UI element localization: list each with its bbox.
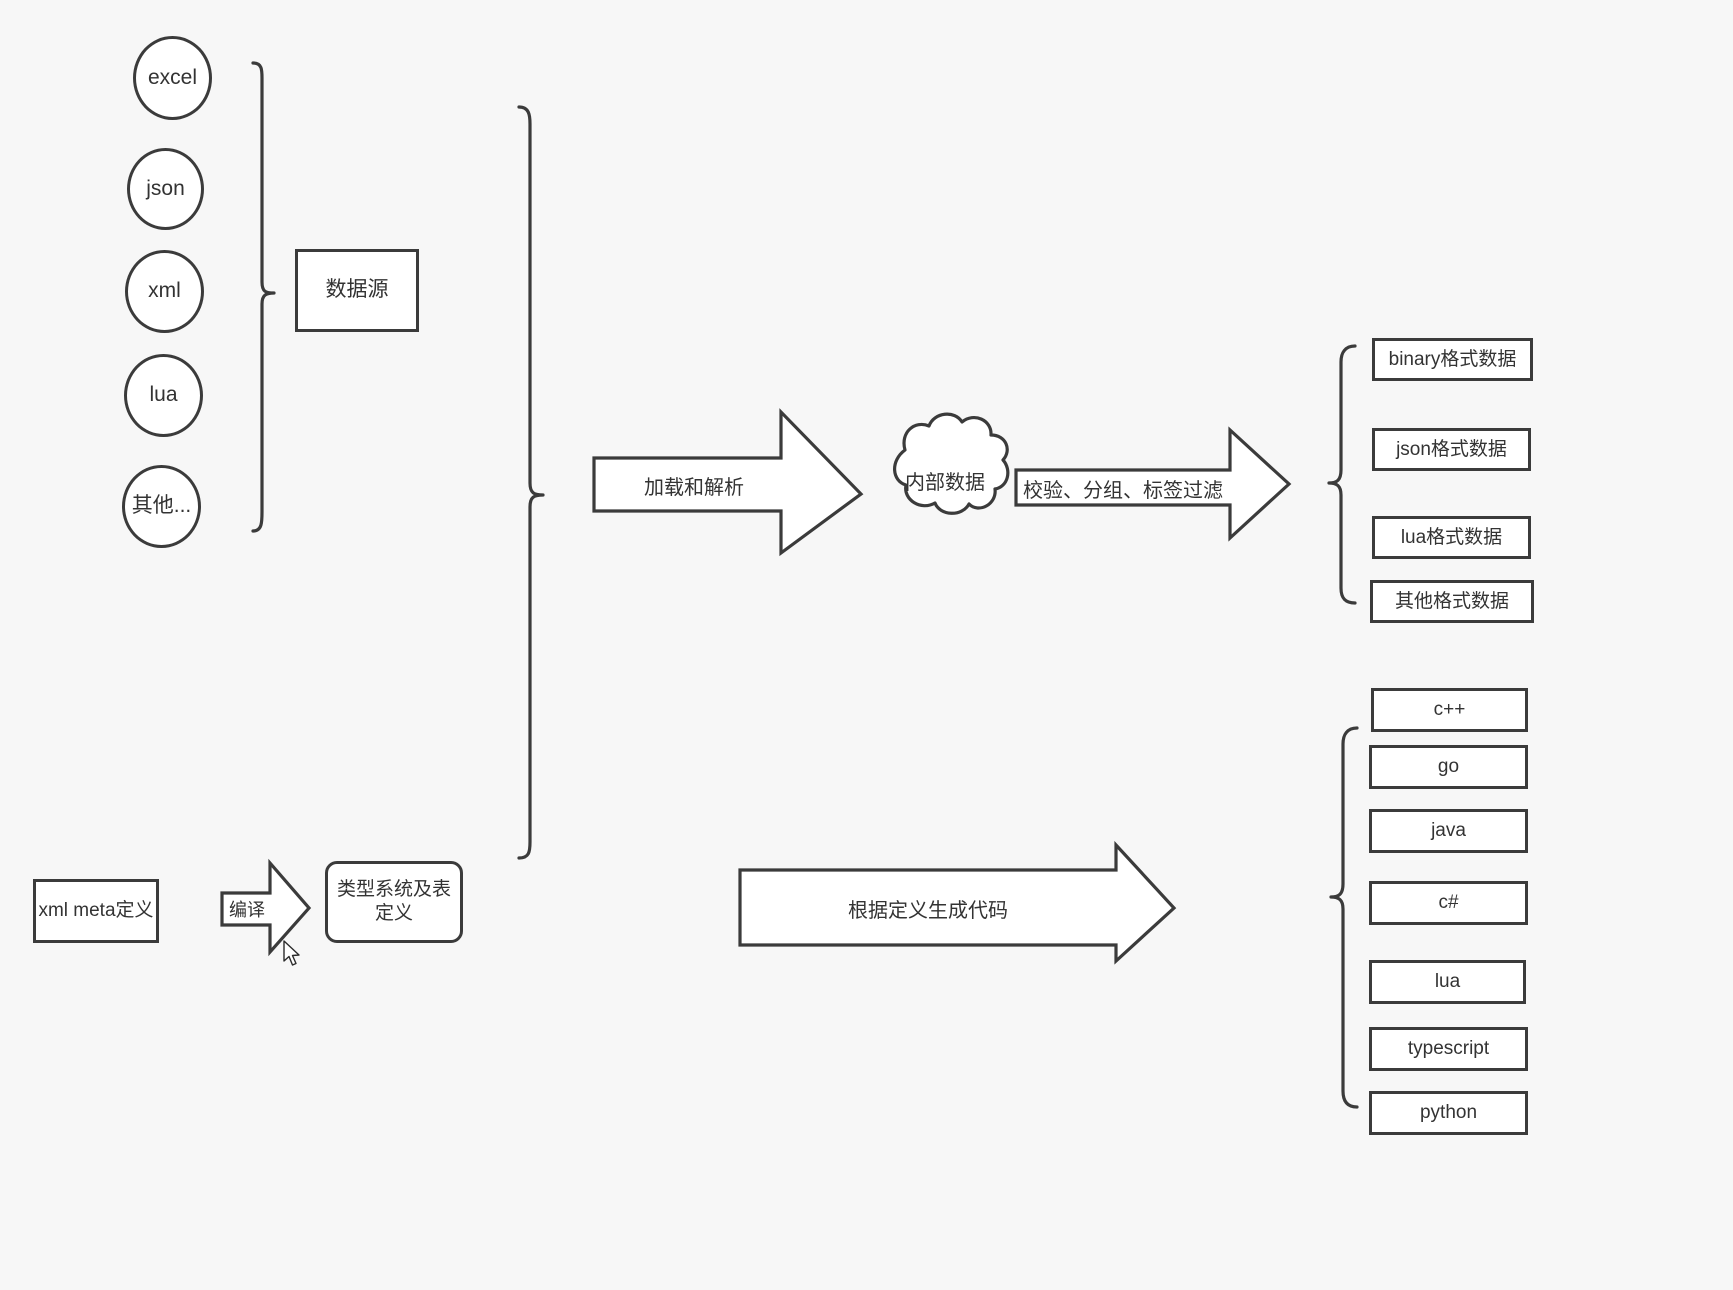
data-source-xml[interactable]: xml bbox=[125, 250, 204, 333]
process-filter-arrow bbox=[1014, 426, 1292, 542]
output-format-other[interactable]: 其他格式数据 bbox=[1370, 580, 1534, 623]
codegen-arrow-label-wrap: 根据定义生成代码 bbox=[740, 888, 1116, 928]
output-language-python[interactable]: python bbox=[1369, 1091, 1528, 1135]
xml-meta-definition-box[interactable]: xml meta定义 bbox=[33, 879, 159, 943]
output-language-java-label: java bbox=[1431, 820, 1466, 842]
compile-arrow bbox=[220, 858, 312, 957]
load-parse-arrow-label-wrap: 加载和解析 bbox=[594, 460, 794, 510]
process-filter-arrow-label: 校验、分组、标签过滤 bbox=[1023, 479, 1223, 502]
output-language-typescript-label: typescript bbox=[1407, 1038, 1490, 1060]
output-language-cpp-label: c++ bbox=[1433, 699, 1466, 721]
output-language-go[interactable]: go bbox=[1369, 745, 1528, 789]
output-format-lua[interactable]: lua格式数据 bbox=[1372, 516, 1531, 559]
internal-data-cloud-label-wrap: 内部数据 bbox=[885, 458, 1005, 502]
output-language-python-label: python bbox=[1419, 1102, 1478, 1124]
data-source-json-label: json bbox=[146, 176, 185, 200]
internal-data-cloud bbox=[893, 412, 1010, 515]
output-format-json-label: json格式数据 bbox=[1396, 438, 1507, 460]
data-source-excel-label: excel bbox=[147, 65, 198, 89]
output-language-java[interactable]: java bbox=[1369, 809, 1528, 853]
output-language-lua-label: lua bbox=[1434, 971, 1461, 993]
data-source-excel[interactable]: excel bbox=[133, 36, 212, 120]
data-source-group-label: 数据源 bbox=[325, 278, 389, 302]
xml-meta-definition-label: xml meta定义 bbox=[38, 900, 154, 922]
pipeline-input-brace bbox=[517, 105, 545, 860]
data-source-other-label: 其他... bbox=[131, 494, 192, 518]
output-format-lua-label: lua格式数据 bbox=[1400, 526, 1503, 548]
internal-data-cloud-label: 内部数据 bbox=[905, 471, 985, 494]
load-parse-arrow-label: 加载和解析 bbox=[644, 476, 744, 499]
type-system-definition-box[interactable]: 类型系统及表定义 bbox=[325, 861, 463, 943]
output-language-lua[interactable]: lua bbox=[1369, 960, 1526, 1004]
output-format-brace bbox=[1327, 344, 1357, 605]
data-source-json[interactable]: json bbox=[127, 148, 204, 230]
output-format-binary[interactable]: binary格式数据 bbox=[1372, 338, 1533, 381]
data-source-other[interactable]: 其他... bbox=[122, 465, 201, 548]
compile-arrow-label-wrap: 编译 bbox=[216, 893, 278, 925]
output-language-csharp-label: c# bbox=[1438, 892, 1459, 914]
output-language-go-label: go bbox=[1437, 756, 1460, 778]
output-format-binary-label: binary格式数据 bbox=[1388, 348, 1517, 370]
compile-arrow-label: 编译 bbox=[229, 900, 265, 920]
output-language-cpp[interactable]: c++ bbox=[1371, 688, 1528, 732]
codegen-arrow bbox=[738, 840, 1177, 965]
load-parse-arrow bbox=[592, 408, 864, 557]
data-source-lua-label: lua bbox=[149, 383, 178, 407]
output-language-typescript[interactable]: typescript bbox=[1369, 1027, 1528, 1071]
data-source-lua[interactable]: lua bbox=[124, 354, 203, 437]
output-format-other-label: 其他格式数据 bbox=[1394, 590, 1509, 612]
data-source-group-box[interactable]: 数据源 bbox=[295, 249, 419, 332]
mouse-cursor bbox=[283, 940, 300, 966]
output-format-json[interactable]: json格式数据 bbox=[1372, 428, 1531, 471]
codegen-arrow-label: 根据定义生成代码 bbox=[848, 899, 1008, 922]
process-filter-arrow-label-wrap: 校验、分组、标签过滤 bbox=[1016, 466, 1230, 510]
data-source-xml-label: xml bbox=[148, 279, 181, 303]
output-language-csharp[interactable]: c# bbox=[1369, 881, 1528, 925]
type-system-definition-label: 类型系统及表定义 bbox=[336, 879, 451, 924]
output-language-brace bbox=[1329, 726, 1359, 1109]
data-source-brace bbox=[251, 61, 276, 533]
